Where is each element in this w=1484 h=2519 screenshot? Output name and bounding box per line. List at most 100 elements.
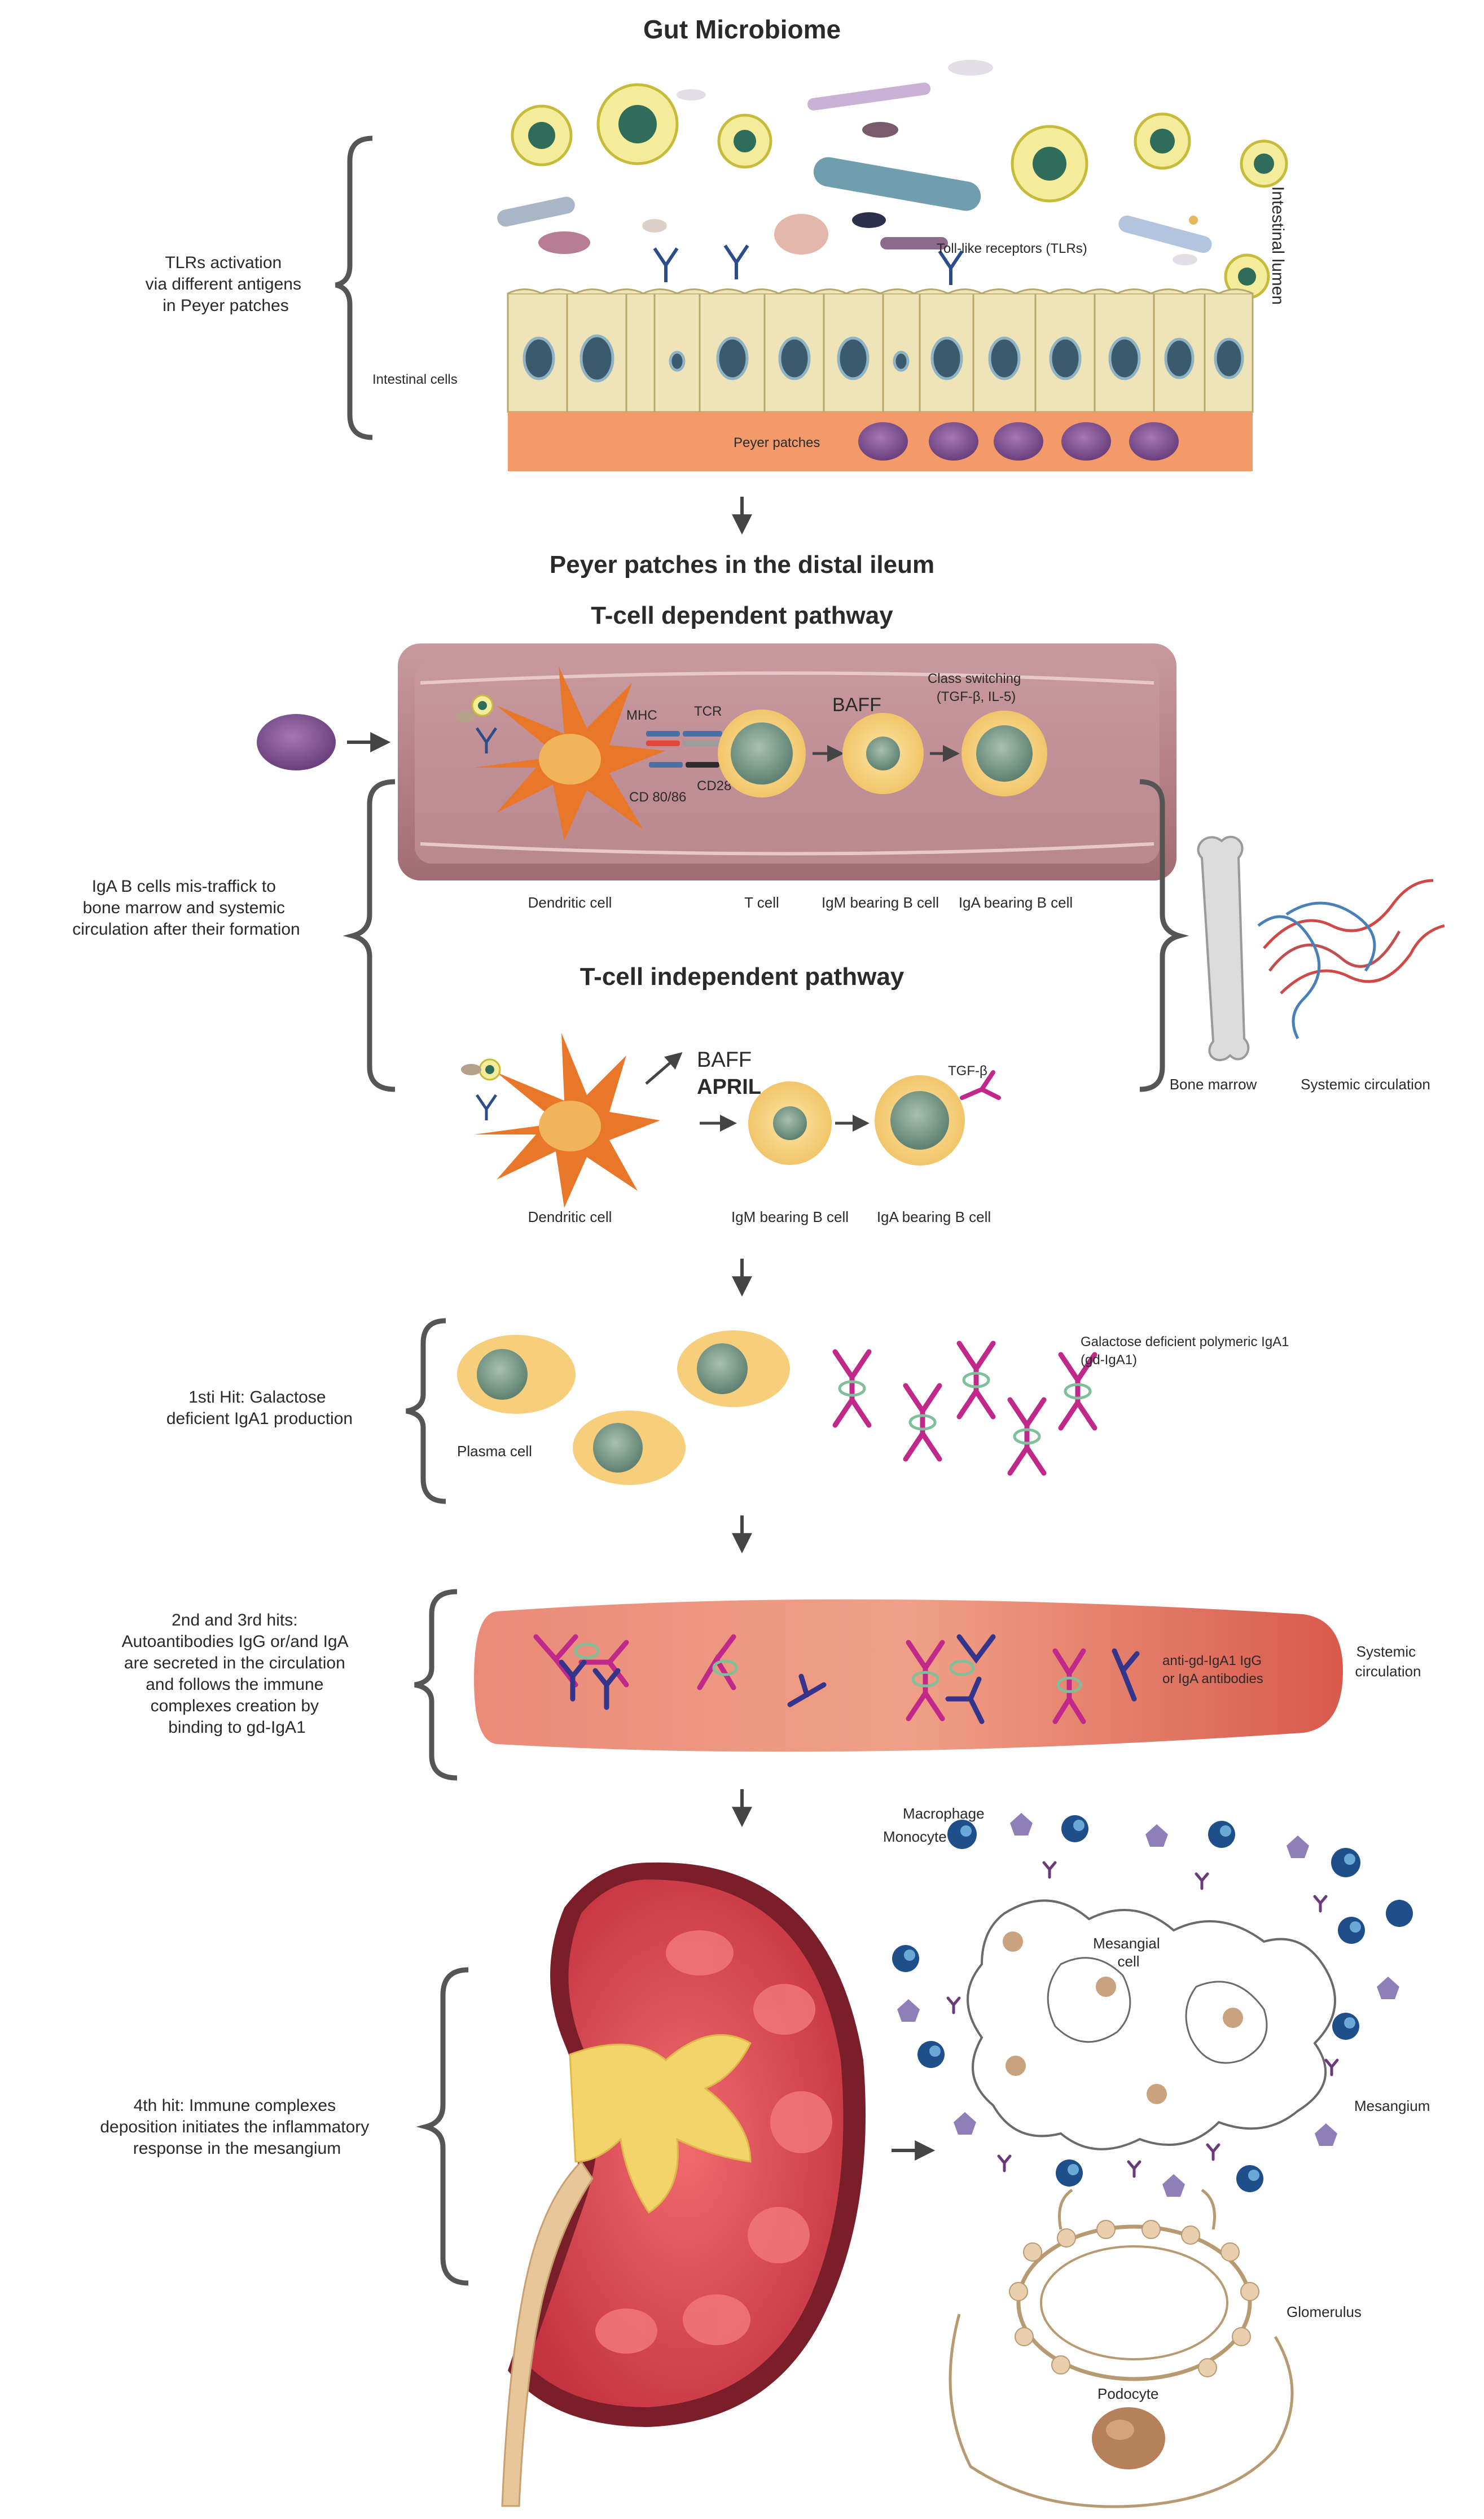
- class-switching-label: Class switching (TGF-β, IL-5): [928, 671, 1025, 704]
- podocyte-label: Podocyte: [1097, 2385, 1158, 2402]
- rod-bacterium: [813, 157, 981, 211]
- bacterium: [948, 60, 993, 76]
- t-independent-title: T-cell independent pathway: [580, 963, 905, 991]
- antigen-icon: [455, 694, 494, 722]
- tlr-receptor-icon: [938, 250, 964, 285]
- cd28-label: CD28: [697, 778, 731, 794]
- immune-complexes: [533, 1634, 1140, 1724]
- receptor-icon: [475, 1094, 498, 1120]
- first-hit-note: 1sti Hit: Galactose deficient IgA1 produ…: [166, 1388, 353, 1428]
- iga-b-cell-tdep: [961, 711, 1047, 796]
- dendritic-cell-tdep: [474, 666, 666, 841]
- intestinal-epithelium: [507, 288, 1254, 413]
- virus-particle-6: [1240, 139, 1288, 188]
- bacterium: [1173, 254, 1197, 265]
- tlr-receptor-icon: [653, 247, 679, 282]
- peyer-patches-label: Peyer patches: [734, 435, 820, 450]
- systemic-circulation-vessel: [474, 1599, 1343, 1752]
- tlr-receptor-icon: [723, 244, 749, 279]
- receptor-icon: [475, 727, 498, 753]
- intestinal-cells-label: Intestinal cells: [372, 372, 458, 387]
- virus-particle-2: [596, 83, 679, 165]
- gut-microbiome-title: Gut Microbiome: [643, 15, 841, 44]
- bracket-first-hit: [406, 1318, 446, 1504]
- plasma-cell-1: [457, 1335, 576, 1414]
- rod-bacterium: [1118, 215, 1212, 253]
- rod-bacterium: [880, 237, 948, 249]
- ureter: [501, 2160, 594, 2507]
- baff-label-tdep: BAFF: [832, 694, 881, 716]
- iga1-dimer-icon: [956, 1340, 996, 1420]
- tlr-receptors: [653, 244, 964, 285]
- dendritic-cell-label-tindep: Dendritic cell: [528, 1208, 612, 1225]
- t-dependent-title: T-cell dependent pathway: [591, 602, 893, 629]
- bacterium: [642, 219, 667, 233]
- plasma-cell-3: [573, 1410, 686, 1485]
- j-chain-rings: [838, 1372, 1092, 1445]
- bracket-fourth-hit: [416, 1967, 469, 2286]
- peyer-distal-ileum-title: Peyer patches in the distal ileum: [550, 551, 934, 579]
- bacterium: [862, 122, 898, 138]
- gd-iga1-polymers: [832, 1340, 1097, 1476]
- macrophage-label: Macrophage: [903, 1805, 985, 1822]
- igm-b-cell-tdep: [842, 713, 924, 794]
- rod-bacterium: [497, 196, 575, 227]
- plasma-cell-2: [677, 1330, 790, 1407]
- bracket-mistraffic: [343, 779, 396, 1092]
- plasma-cell-label: Plasma cell: [457, 1443, 532, 1460]
- virus-particle-4: [1011, 125, 1088, 203]
- glomerulus-illustration: [949, 2188, 1294, 2508]
- iga-b-cell-label-tindep: IgA bearing B cell: [877, 1208, 991, 1225]
- systemic-circulation-label: Systemic circulation: [1355, 1643, 1421, 1680]
- bracket-second-third: [414, 1589, 458, 1781]
- mhc-tcr-complex: [646, 731, 722, 768]
- intestinal-lumen-label: Intestinal lumen: [1268, 186, 1287, 305]
- glomerulus-label: Glomerulus: [1287, 2303, 1362, 2320]
- cd80-86-label: CD 80/86: [629, 790, 686, 805]
- systemic-circulation-label-bone: Systemic circulation: [1301, 1076, 1430, 1093]
- tlr-activation-note: TLRs activation via different antigens i…: [146, 253, 306, 315]
- iga-b-cell-label-tdep: IgA bearing B cell: [959, 894, 1073, 911]
- igm-b-cell-label-tdep: IgM bearing B cell: [822, 894, 939, 911]
- fourth-hit-note: 4th hit: Immune complexes deposition ini…: [100, 2096, 374, 2158]
- antigen-icon: [461, 1058, 501, 1081]
- baff-label-tindep: BAFF: [697, 1048, 752, 1072]
- iga-receptor-icon: [960, 1070, 1001, 1100]
- mesangium-label: Mesangium: [1354, 2097, 1430, 2114]
- kidney-illustration: [501, 1862, 866, 2507]
- iga1-dimer-icon: [1007, 1397, 1047, 1476]
- mesangium-region: [967, 1899, 1336, 2150]
- blood-vessels-icon: [1257, 879, 1445, 1040]
- monocyte-label: Monocyte: [883, 1828, 947, 1845]
- mesangial-cell-label: Mesangial cell: [1093, 1935, 1164, 1970]
- virus-particle-1: [511, 104, 573, 167]
- bacterium: [852, 212, 886, 228]
- iga1-dimer-icon: [1058, 1352, 1097, 1431]
- virus-particle-3: [717, 113, 772, 169]
- arrow: [645, 1052, 683, 1085]
- iga-b-cell-tindep: [875, 1075, 965, 1166]
- t-cell: [718, 709, 806, 798]
- naive-b-cell: [257, 714, 336, 770]
- bracket-tlr: [335, 135, 373, 440]
- peyer-patches-band: [508, 412, 1253, 471]
- tgf-beta-label: TGF-β: [948, 1063, 987, 1079]
- second-third-hits-note: 2nd and 3rd hits: Autoantibodies IgG or/…: [122, 1611, 353, 1737]
- igm-b-cell-label-tindep: IgM bearing B cell: [731, 1208, 849, 1225]
- mistraffic-note: IgA B cells mis-traffick to bone marrow …: [72, 877, 300, 939]
- bacterium: [1189, 216, 1198, 225]
- virus-particle-7: [1224, 253, 1270, 300]
- bacterium: [538, 231, 590, 254]
- mhc-label: MHC: [626, 708, 657, 723]
- gd-iga1-label: Galactose deficient polymeric IgA1 (gd-I…: [1081, 1334, 1293, 1368]
- bone-marrow-label: Bone marrow: [1170, 1076, 1257, 1093]
- dendritic-cell-tindep: [474, 1033, 660, 1208]
- t-cell-label: T cell: [744, 894, 779, 911]
- april-label: APRIL: [697, 1075, 761, 1099]
- bone-icon: [1197, 835, 1250, 1062]
- tcr-label: TCR: [694, 704, 722, 719]
- virus-particle-5: [1134, 112, 1191, 170]
- immune-cell-infiltrate: [892, 1813, 1413, 2197]
- iga1-dimer-icon: [832, 1349, 872, 1428]
- dendritic-cell-label-tdep: Dendritic cell: [528, 894, 612, 911]
